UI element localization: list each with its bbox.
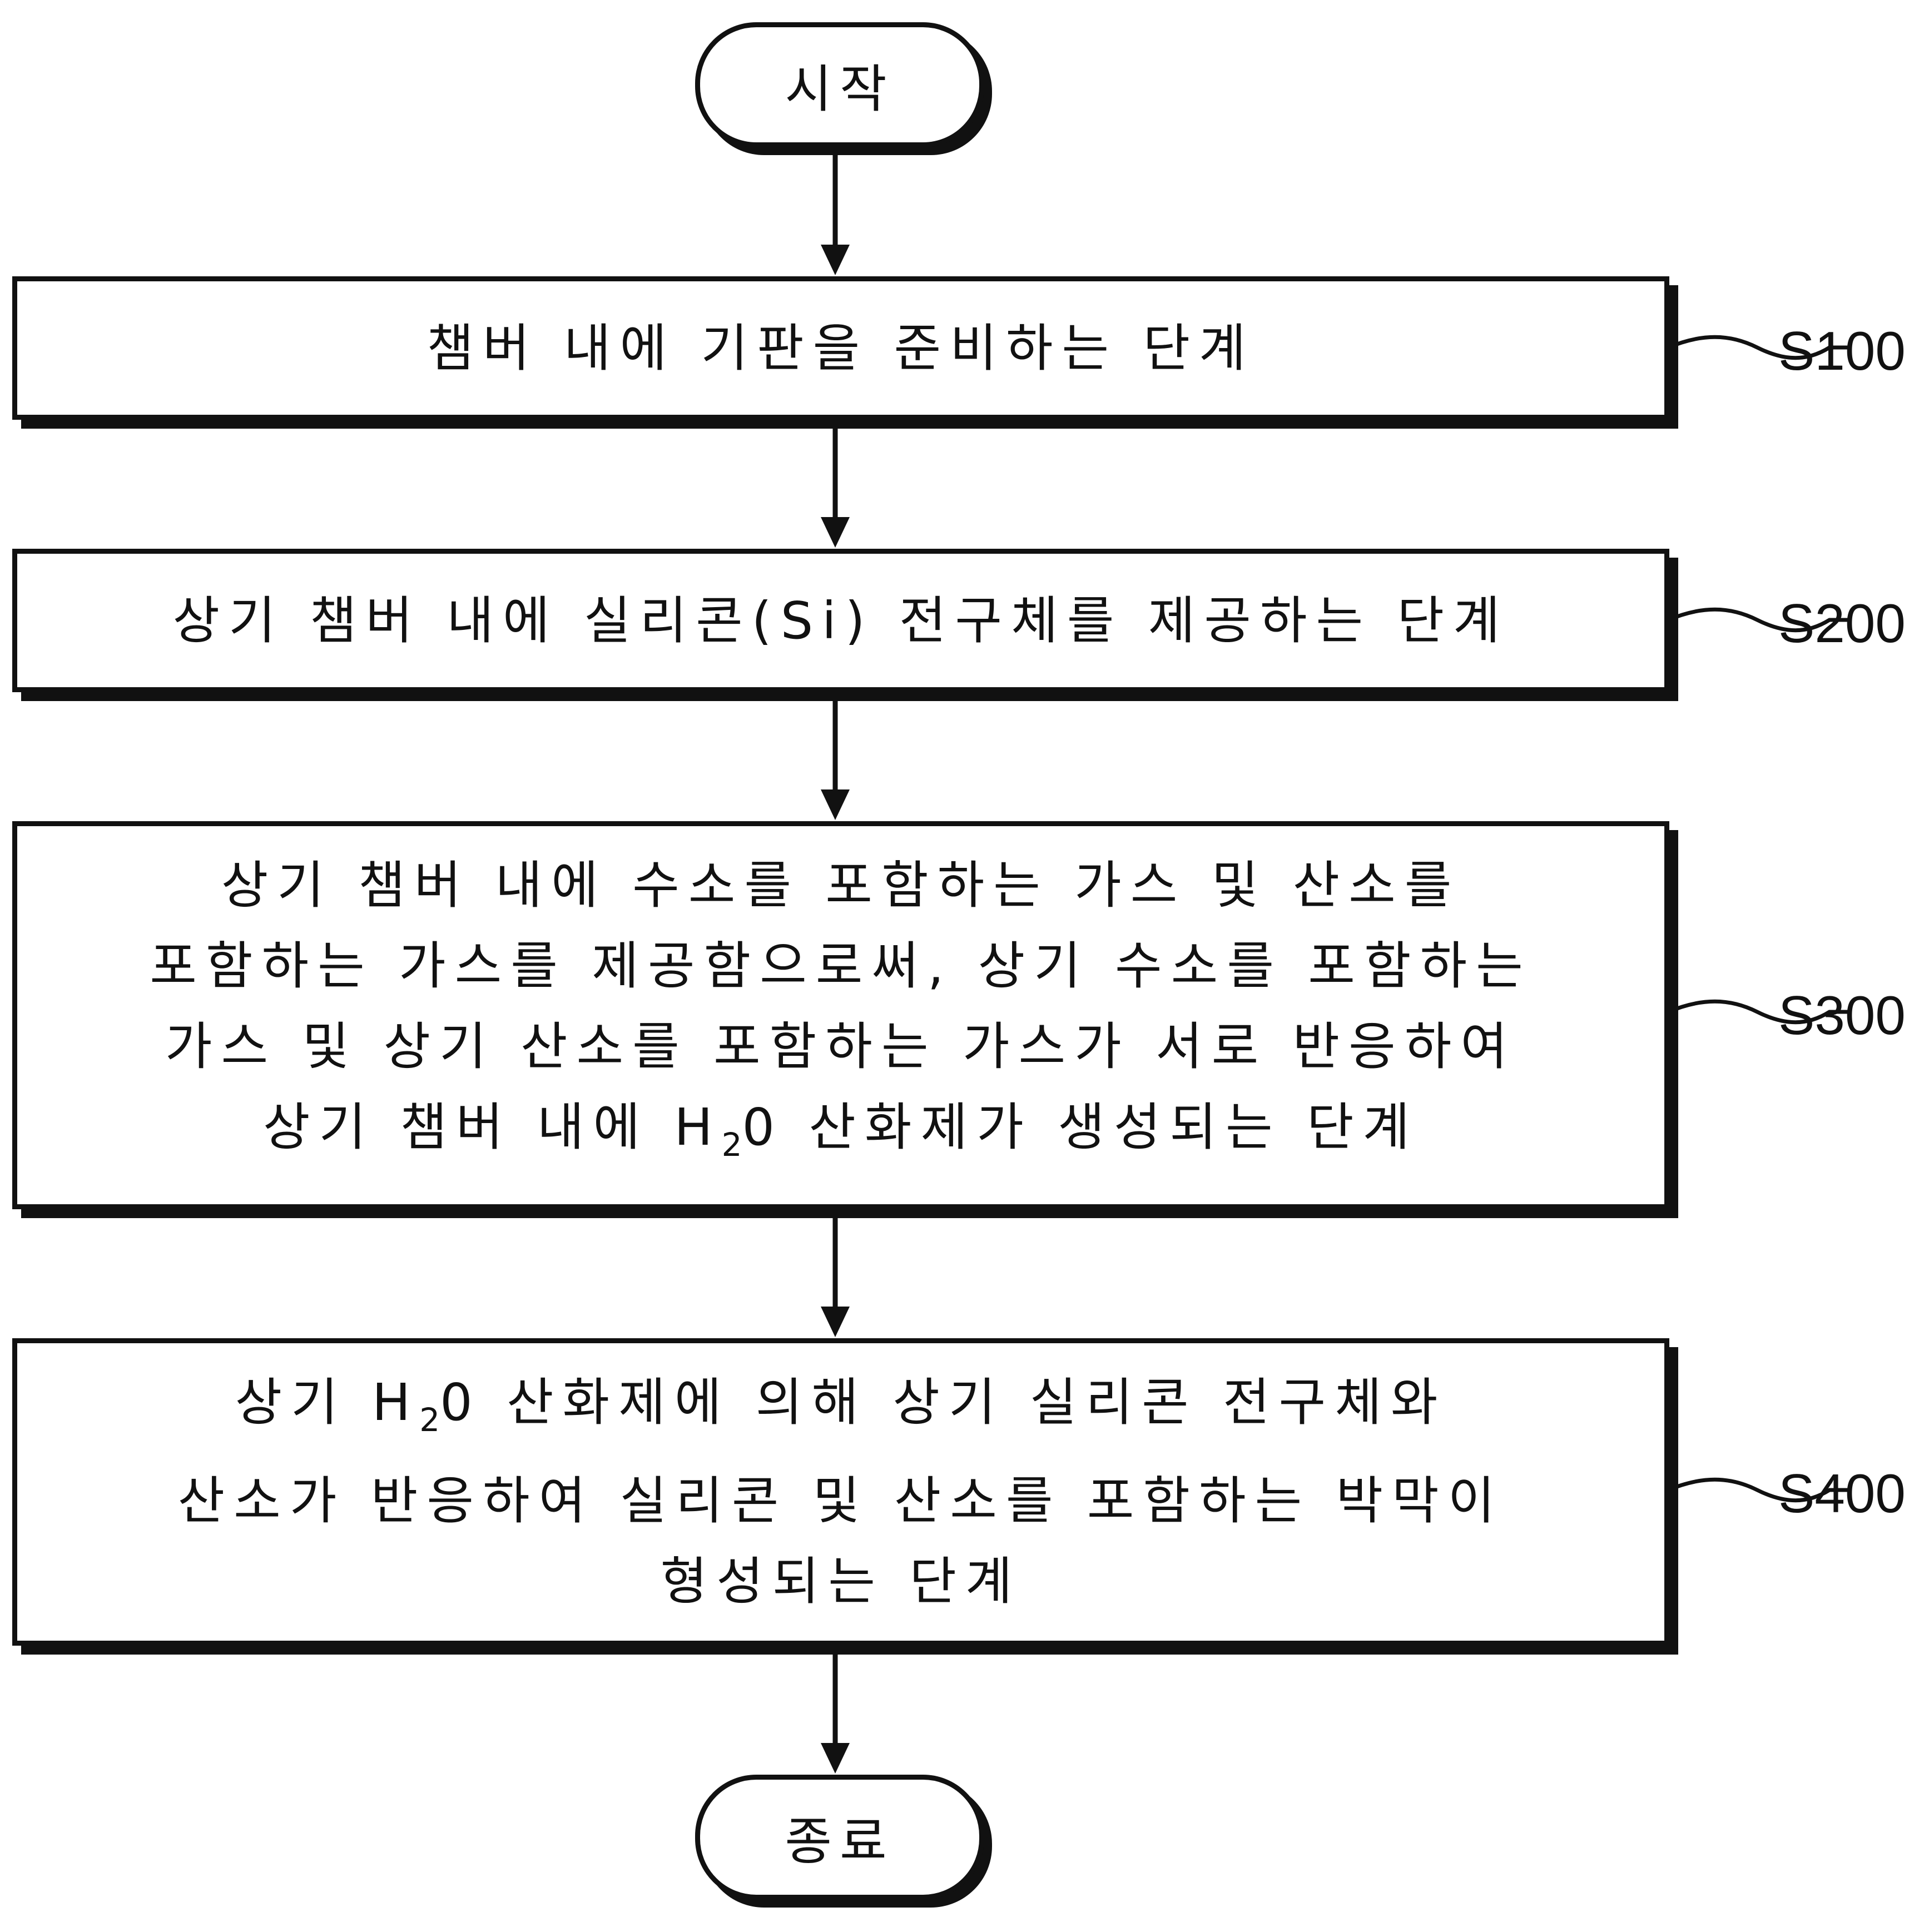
step-s400-line-1-pre: 상기 H (235, 1373, 420, 1432)
subscript-2: 2 (419, 1401, 440, 1439)
step-s100-line-1: 챔버 내에 기판을 준비하는 단계 (427, 318, 1255, 378)
step-label-s400: S400 (1778, 1463, 1906, 1524)
step-box-s100: 챔버 내에 기판을 준비하는 단계 (12, 276, 1669, 420)
step-s300-line-4-pre: 상기 챔버 내에 H (262, 1097, 722, 1157)
arrowhead-4 (821, 1307, 850, 1337)
leader-line-s100 (1667, 335, 1852, 360)
arrowhead-5 (821, 1743, 850, 1774)
step-s300-line-2: 포함하는 가스를 제공함으로써, 상기 수소를 포함하는 (150, 936, 1532, 996)
step-box-s400: 상기 H20 산화제에 의해 상기 실리콘 전구체와 산소가 반응하여 실리콘 … (12, 1338, 1669, 1646)
start-label: 시작 (785, 59, 895, 119)
step-s400-line-1: 상기 H20 산화제에 의해 상기 실리콘 전구체와 (235, 1362, 1447, 1461)
step-s300-line-4-post: 0 산화제가 생성되는 단계 (742, 1097, 1419, 1157)
step-s400-line-2: 산소가 반응하여 실리콘 및 산소를 포함하는 박막이 (177, 1471, 1504, 1531)
step-s300-line-3: 가스 및 상기 산소를 포함하는 가스가 서로 반응하여 (165, 1017, 1517, 1076)
step-box-s200: 상기 챔버 내에 실리콘(Si) 전구체를 제공하는 단계 (12, 549, 1669, 692)
leader-line-s400 (1667, 1477, 1852, 1503)
step-label-s100: S100 (1778, 320, 1906, 381)
step-s300-line-1: 상기 챔버 내에 수소를 포함하는 가스 및 산소를 (221, 856, 1461, 915)
arrowhead-2 (821, 517, 850, 548)
arrowhead-1 (821, 245, 850, 275)
step-s300-line-4: 상기 챔버 내에 H20 산화제가 생성되는 단계 (263, 1087, 1419, 1185)
step-box-s300: 상기 챔버 내에 수소를 포함하는 가스 및 산소를 포함하는 가스를 제공함으… (12, 821, 1669, 1209)
leader-line-s200 (1667, 607, 1852, 633)
arrowhead-3 (821, 789, 850, 820)
step-label-s300: S300 (1778, 985, 1906, 1046)
leader-line-s300 (1667, 999, 1852, 1025)
end-terminal: 종료 (695, 1775, 984, 1900)
step-s400-line-3: 형성되는 단계 (660, 1552, 1022, 1611)
start-terminal: 시작 (695, 22, 984, 147)
step-label-s200: S200 (1778, 593, 1906, 654)
step-s400-line-1-post: 0 산화제에 의해 상기 실리콘 전구체와 (440, 1373, 1447, 1432)
subscript-2: 2 (721, 1126, 742, 1164)
end-label: 종료 (785, 1812, 895, 1871)
step-s200-line-1: 상기 챔버 내에 실리콘(Si) 전구체를 제공하는 단계 (172, 590, 1509, 650)
